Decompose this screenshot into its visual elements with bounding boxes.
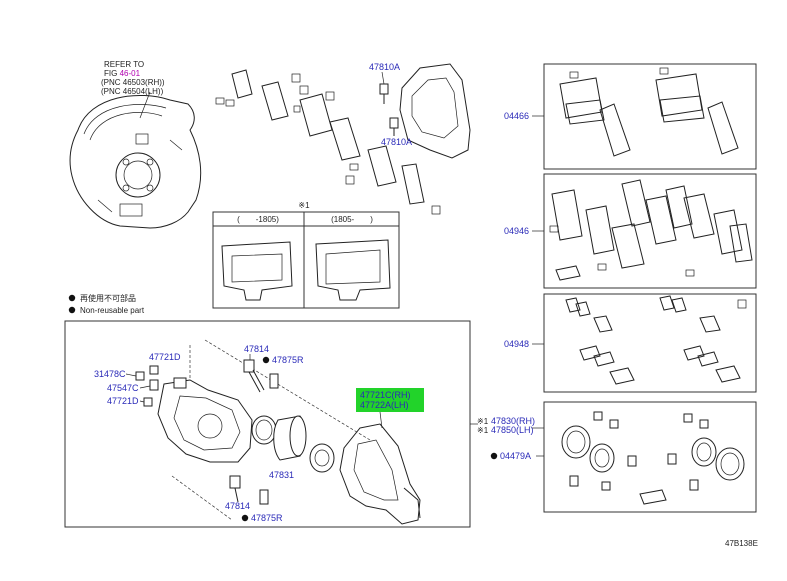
legend-item-nonreusable-jp: 再使用不可部品 — [80, 293, 136, 303]
diagram-code: 47B138E — [725, 539, 758, 548]
label-47830-RH[interactable]: 47830(RH) — [491, 416, 535, 426]
label-47721D-a[interactable]: 47721D — [149, 352, 181, 362]
refer-line1: REFER TO — [104, 60, 144, 69]
inset-right-range: (1805- ) — [331, 215, 373, 224]
kit-04946-drawing — [549, 179, 753, 281]
label-04948[interactable]: 04948 — [504, 339, 529, 349]
pad-cluster-drawing — [215, 69, 441, 215]
label-31478C[interactable]: 31478C — [94, 369, 126, 379]
kit-04948-drawing — [565, 295, 747, 385]
inset-box: ※1 ( -1805) (1805- ) — [212, 201, 400, 309]
label-47547C[interactable]: 47547C — [107, 383, 139, 393]
label-47722A-LH[interactable]: 47722A(LH) — [360, 400, 409, 410]
label-04946[interactable]: 04946 — [504, 226, 529, 236]
inset-marker: ※1 — [298, 201, 310, 210]
caliper-assembly-drawing — [135, 339, 421, 525]
kit-box-04948 — [543, 293, 757, 393]
label-47810A-top[interactable]: 47810A — [369, 62, 400, 72]
label-47850-LH[interactable]: 47850(LH) — [491, 425, 534, 435]
caliper-bracket-top-drawing — [379, 63, 471, 159]
label-47875R-top[interactable]: 47875R — [272, 355, 304, 365]
kit-04479A-drawing — [561, 411, 745, 505]
label-47721C-RH[interactable]: 47721C(RH) — [360, 390, 411, 400]
inset-left-range: ( -1805) — [237, 215, 279, 224]
refer-line4: (PNC 46504(LH)) — [101, 87, 164, 96]
refer-note: REFER TO FIG 46-01 (PNC 46503(RH)) (PNC … — [101, 60, 165, 96]
kit-box-04946 — [543, 173, 757, 289]
highlight-box — [356, 388, 424, 412]
refer-line3: (PNC 46503(RH)) — [101, 78, 165, 87]
kit-box-04479A — [543, 401, 757, 513]
legend: 再使用不可部品 Non-reusable part — [68, 293, 145, 315]
label-04479A[interactable]: 04479A — [500, 451, 531, 461]
label-47810A-bottom[interactable]: 47810A — [381, 137, 412, 147]
label-47814-bottom[interactable]: 47814 — [225, 501, 250, 511]
label-47721D-b[interactable]: 47721D — [107, 396, 139, 406]
backing-plate-drawing — [69, 91, 202, 229]
fig-46-01-link[interactable]: 46-01 — [120, 69, 141, 78]
ref-marker-a: ※1 — [477, 417, 489, 426]
ref-marker-b: ※1 — [477, 426, 489, 435]
refer-line2: FIG 46-01 — [104, 69, 141, 78]
kit-box-04466 — [543, 63, 757, 170]
label-47875R-bottom[interactable]: 47875R — [251, 513, 283, 523]
legend-item-nonreusable-en: Non-reusable part — [80, 306, 145, 315]
label-47831[interactable]: 47831 — [269, 470, 294, 480]
kit-04466-drawing — [559, 67, 739, 157]
label-47814-top[interactable]: 47814 — [244, 344, 269, 354]
label-04466[interactable]: 04466 — [504, 111, 529, 121]
